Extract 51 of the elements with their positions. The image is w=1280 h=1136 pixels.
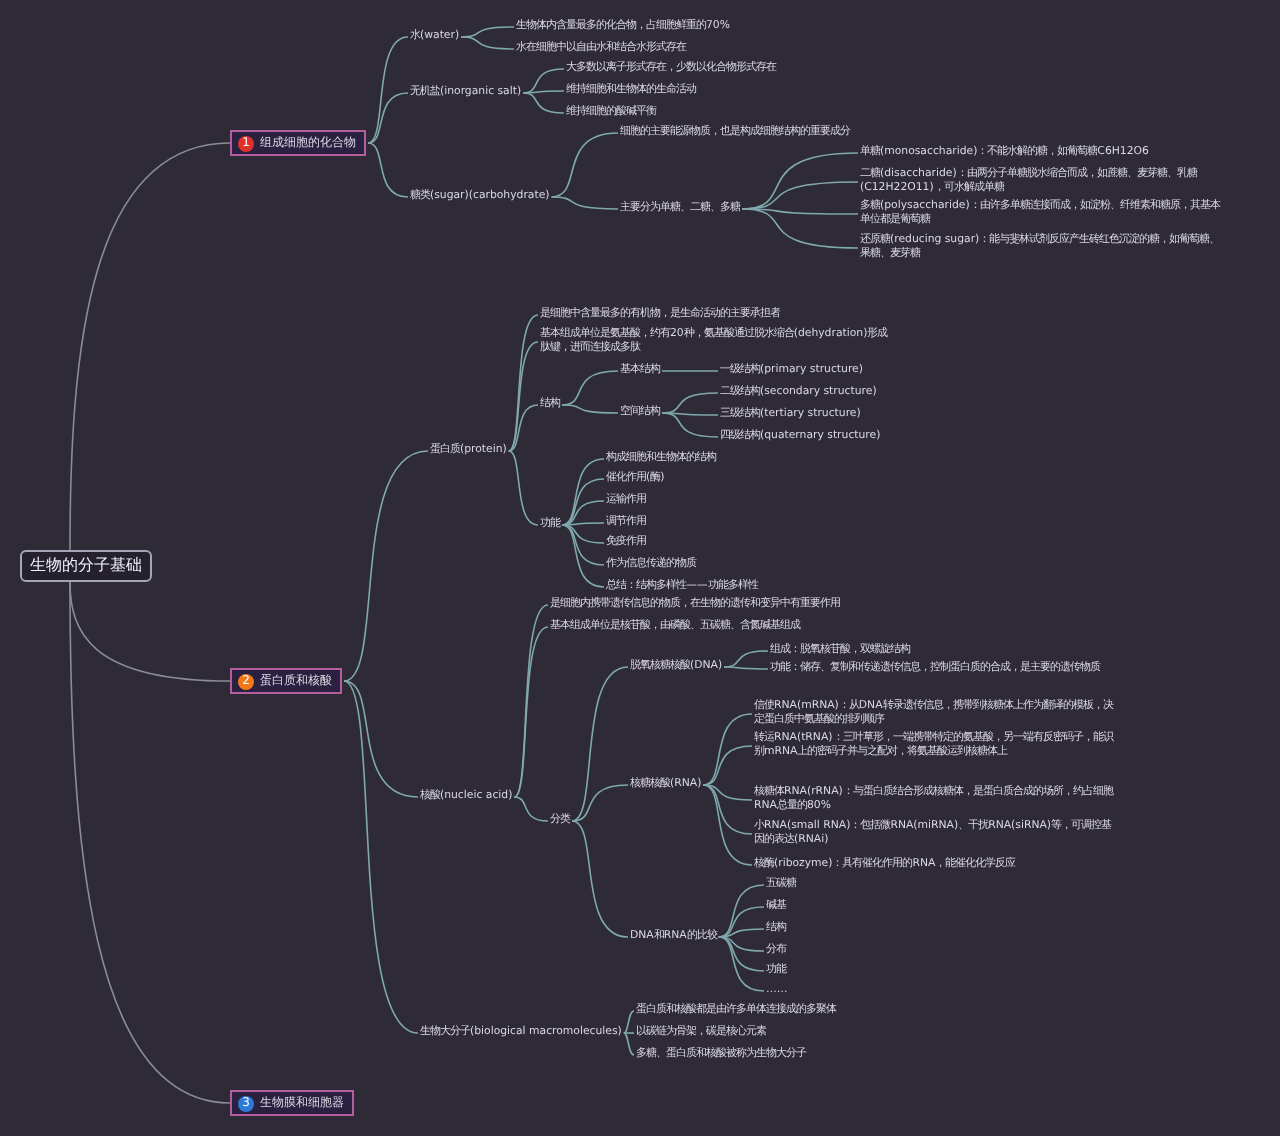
root-topic-box: 生物的分子基础 — [20, 550, 152, 582]
connector-line — [561, 524, 605, 588]
branch-topic-box — [230, 130, 366, 156]
connector-line — [522, 68, 565, 94]
connector-line — [571, 784, 629, 822]
connector-line — [550, 196, 619, 210]
connector-line — [561, 404, 619, 414]
connector-line — [343, 680, 419, 798]
connector-line — [513, 796, 549, 822]
connector-line — [561, 478, 605, 526]
connector-line — [723, 666, 769, 670]
connector-line — [367, 142, 409, 198]
connector-line — [717, 936, 765, 992]
connector-line — [522, 90, 565, 94]
connector-line — [623, 1032, 635, 1056]
connector-line — [561, 524, 605, 566]
connector-line — [702, 745, 753, 786]
connector-line — [69, 142, 231, 551]
connector-line — [702, 713, 753, 786]
connector-line — [522, 92, 565, 114]
connector-line — [741, 208, 859, 249]
connector-line — [561, 524, 605, 544]
connector-line — [561, 500, 605, 526]
branch-topic-box — [230, 1090, 354, 1116]
branch-topic-box — [230, 668, 342, 694]
connector-line — [661, 412, 719, 416]
connector-line — [661, 412, 719, 438]
connector-line — [343, 680, 419, 1034]
connector-line — [460, 36, 515, 50]
connector-line — [367, 92, 409, 144]
connector-line — [507, 314, 539, 452]
connector-line — [717, 884, 765, 938]
connector-line — [343, 450, 429, 682]
connector-line — [507, 404, 539, 452]
connector-line — [702, 784, 753, 866]
connector-line — [623, 1032, 635, 1034]
connector-line — [702, 784, 753, 801]
connector-line — [717, 936, 765, 952]
connector-line — [623, 1010, 635, 1034]
connector-line — [702, 784, 753, 835]
connector-line — [507, 450, 539, 526]
connector-line — [561, 458, 605, 526]
connector-line — [69, 581, 231, 1104]
connector-line — [661, 370, 719, 372]
connector-line — [571, 666, 629, 822]
connector-line — [571, 820, 629, 938]
connector-line — [717, 936, 765, 972]
connector-line — [561, 522, 605, 526]
connector-line — [367, 36, 409, 144]
connector-line — [550, 132, 619, 198]
connector-line — [507, 341, 539, 452]
